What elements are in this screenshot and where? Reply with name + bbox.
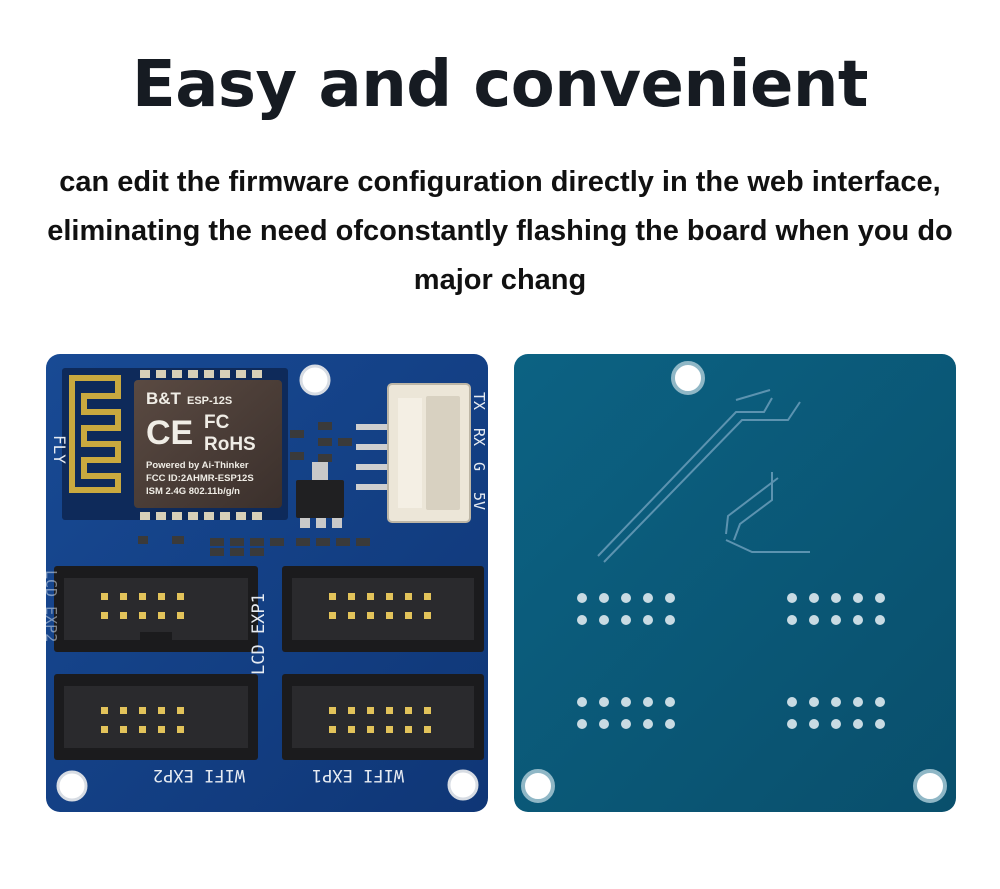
product-photo: B&T ESP-12S CE FC RoHS Powered by Ai-Thi… (42, 354, 956, 812)
header-lcd-exp1 (282, 566, 484, 652)
mounting-hole (671, 361, 705, 395)
tx-label: TX (470, 392, 488, 410)
header-pads (577, 593, 885, 729)
header-wifi-exp1 (282, 674, 484, 760)
fc-mark: FC (204, 412, 230, 433)
module-powered-by: Powered by Ai-Thinker (146, 460, 249, 471)
wifi-exp1-label: WIFI EXP1 (312, 765, 404, 785)
wifi-exp2-label: WIFI EXP2 (153, 765, 245, 785)
lcd-exp1-label: LCD EXP1 (249, 593, 269, 675)
mounting-hole (56, 770, 88, 802)
module-brand: B&T (146, 389, 182, 408)
esp-module: B&T ESP-12S CE FC RoHS Powered by Ai-Thi… (62, 368, 288, 520)
ce-mark: CE (146, 414, 193, 452)
mounting-hole (913, 769, 947, 803)
header-lcd-exp2 (54, 566, 258, 652)
description-line-2: eliminating the need ofconstantly flashi… (47, 215, 953, 247)
description: can edit the firmware configuration dire… (20, 158, 980, 305)
description-line-1: can edit the firmware configuration dire… (59, 166, 941, 198)
lcd-exp2-label: LCD EXP2 (42, 570, 60, 642)
description-line-3: major chang (413, 264, 587, 296)
uart-connector (356, 383, 471, 523)
g-label: G (470, 462, 488, 471)
fly-label: FLY (50, 435, 69, 464)
board-front: B&T ESP-12S CE FC RoHS Powered by Ai-Thi… (42, 354, 488, 812)
rx-label: RX (470, 428, 488, 446)
smd-components (138, 422, 370, 556)
5v-label: 5V (470, 492, 488, 510)
module-fcc-id: FCC ID:2AHMR-ESP12S (146, 473, 254, 484)
module-ism: ISM 2.4G 802.11b/g/n (146, 486, 240, 497)
module-model: ESP-12S (187, 395, 232, 407)
mounting-hole (299, 364, 331, 396)
voltage-regulator (296, 480, 344, 518)
headline: Easy and convenient (132, 48, 869, 122)
mounting-hole (521, 769, 555, 803)
traces (597, 389, 810, 563)
rohs-mark: RoHS (204, 434, 256, 455)
header-wifi-exp2 (54, 674, 258, 760)
mounting-hole (447, 769, 479, 801)
board-back (514, 354, 956, 812)
